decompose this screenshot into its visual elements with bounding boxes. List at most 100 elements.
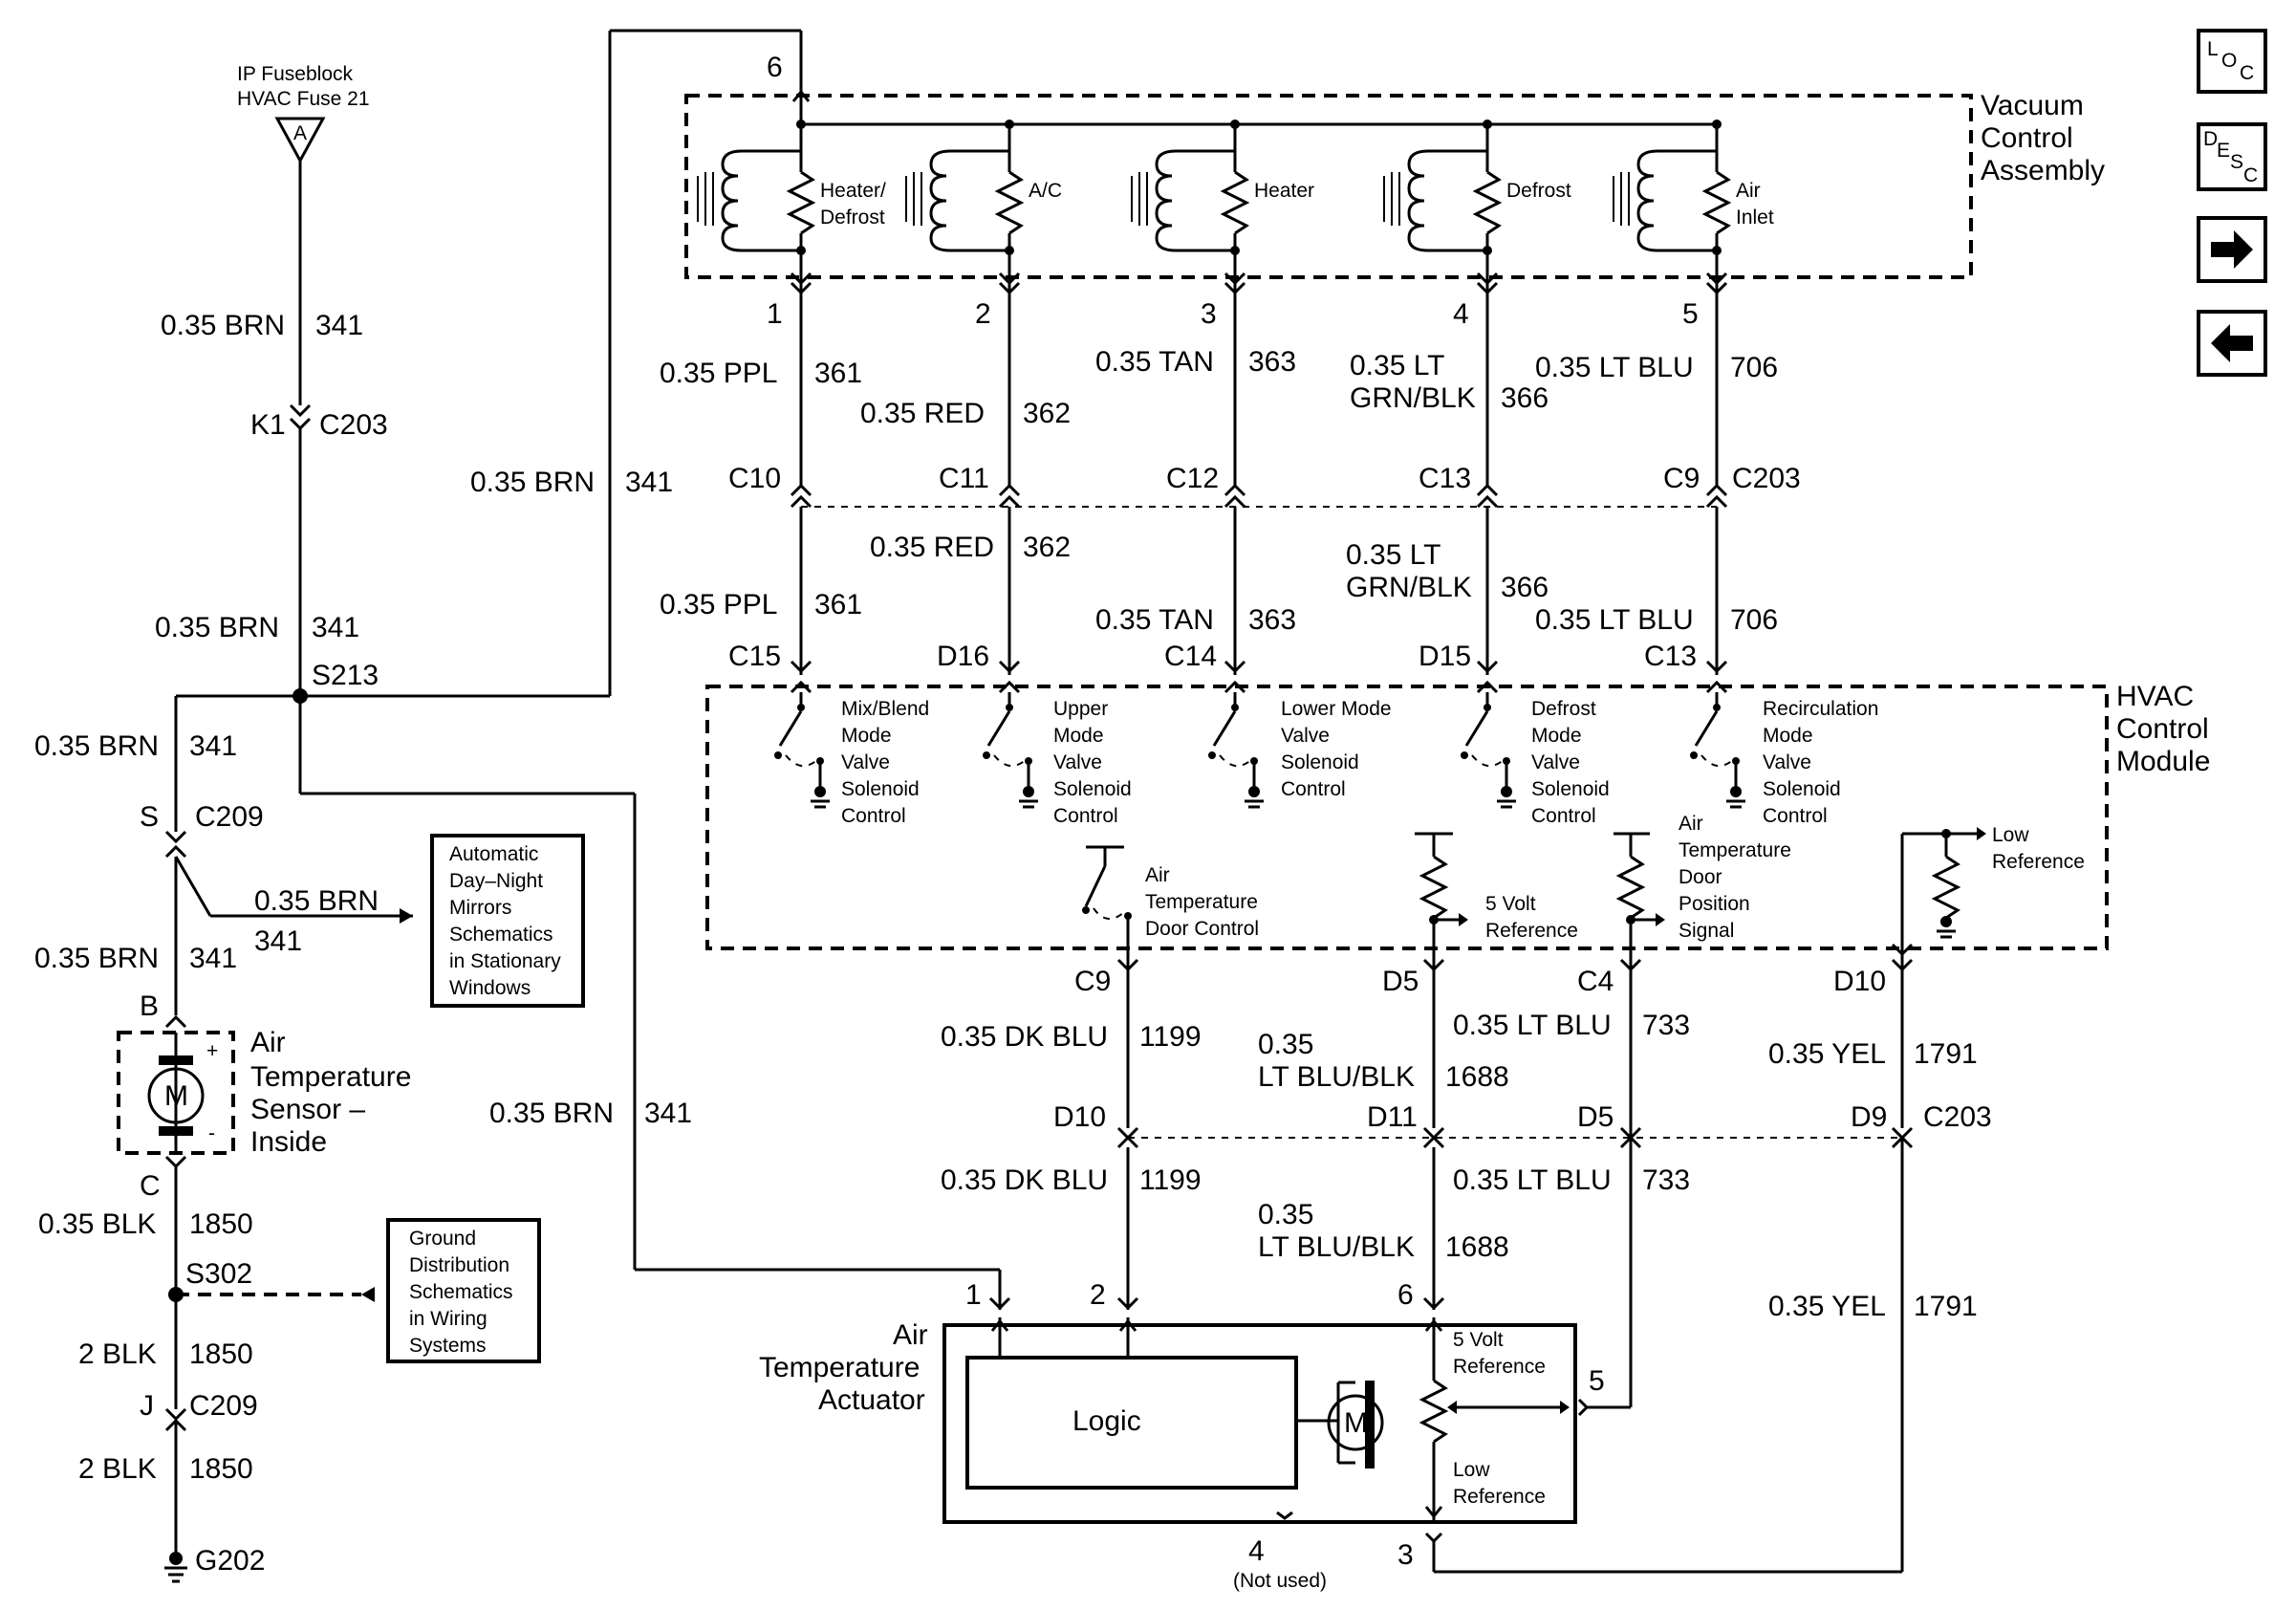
next-page-button[interactable]	[2197, 216, 2267, 283]
brn-gauge-6: 0.35 BRN	[254, 885, 379, 917]
desc-letter-3: S	[2230, 151, 2243, 173]
vacuum-solenoid-2: A/C2	[905, 120, 1062, 330]
solenoid-3-pin: 3	[1201, 298, 1217, 330]
act-bot-conn-3: D5	[1577, 1101, 1614, 1133]
actuator-pin-3: 3	[1397, 1539, 1414, 1571]
act-top-num-3: 733	[1642, 1010, 1690, 1041]
vacuum-solenoids: Heater/Defrost1A/C2Heater3Defrost4AirInl…	[697, 120, 1774, 330]
upper-conn-5: C9	[1663, 463, 1700, 494]
arrow-left-icon	[2211, 324, 2253, 362]
fuse-triangle	[274, 117, 326, 164]
lower-num-4: 366	[1501, 572, 1549, 603]
actuator-pin-4-note: (Not used)	[1233, 1570, 1327, 1592]
act-bot-num-3: 733	[1642, 1164, 1690, 1196]
driver-5-label-5: Control	[1763, 805, 1828, 827]
driver-4-label-4: Solenoid	[1531, 778, 1610, 800]
conn-s: S	[140, 801, 159, 833]
conn-c203-left: C203	[319, 409, 388, 441]
brn-gauge-7: 0.35 BRN	[34, 943, 159, 974]
driver-2-label-5: Control	[1053, 805, 1118, 827]
brn-num-2: 341	[312, 612, 359, 643]
blk-gauge-1: 0.35 BLK	[38, 1208, 156, 1240]
driver-4-label-1: Defrost	[1531, 698, 1596, 720]
act-bot-conn-2: D11	[1367, 1101, 1418, 1133]
lower-gauge-2: 0.35 RED	[870, 532, 994, 563]
hvac-title-2: Control	[2116, 713, 2209, 745]
hvac-title-1: HVAC	[2116, 681, 2194, 712]
act-top-gauge-2: 0.35	[1258, 1029, 1313, 1060]
brn-num-5: 341	[189, 730, 237, 762]
loc-button[interactable]: L O C	[2197, 29, 2267, 94]
solenoid-2-label-1: A/C	[1029, 180, 1062, 202]
solenoid-1-label-2: Defrost	[820, 207, 885, 228]
sensor-label-1: Air	[250, 1027, 286, 1058]
driver-4-label-3: Valve	[1531, 751, 1580, 773]
driver-4-label-2: Mode	[1531, 725, 1582, 747]
brn-wire-sensor	[164, 694, 413, 1029]
mirrors-schematic-box[interactable]: Automatic Day–Night Mirrors Schematics i…	[430, 834, 585, 1008]
conn-c203-upper: C203	[1732, 463, 1801, 494]
vacuum-title-1: Vacuum	[1981, 90, 2084, 121]
ground-g202: G202	[195, 1545, 265, 1577]
mirrors-line-2: Day–Night	[449, 870, 543, 892]
upper-gauge-4: 0.35 LT	[1350, 350, 1445, 381]
blk-num-1: 1850	[189, 1208, 253, 1240]
actuator-motor-symbol: M	[1344, 1407, 1368, 1439]
logic-label: Logic	[1072, 1405, 1141, 1437]
fuse-label-1: IP Fuseblock	[237, 63, 354, 85]
blk-num-2: 1850	[189, 1338, 253, 1370]
actuator-internal-wiring	[990, 958, 1904, 1574]
upper-gauge-1: 0.35 PPL	[660, 358, 777, 389]
prev-page-button[interactable]	[2197, 310, 2267, 377]
hvac-control-module-box	[705, 685, 2109, 950]
lower-conn-1: C15	[728, 641, 781, 672]
lower-conn-3: C14	[1164, 641, 1217, 672]
loc-letter-1: L	[2207, 38, 2219, 60]
blk-gauge-3: 2 BLK	[78, 1453, 157, 1485]
brn-gauge-4: 0.35 BRN	[489, 1098, 614, 1129]
sensor-motor-symbol: M	[164, 1080, 188, 1112]
mirrors-line-3: Mirrors	[449, 897, 511, 919]
conn-c209: C209	[195, 801, 264, 833]
blk-num-3: 1850	[189, 1453, 253, 1485]
upper-conn-2: C11	[939, 463, 989, 494]
brn-gauge-5: 0.35 BRN	[34, 730, 159, 762]
brn-gauge-3: 0.35 BRN	[470, 467, 595, 498]
pos-signal-4: Position	[1679, 893, 1750, 915]
driver-5-label-1: Recirculation	[1763, 698, 1878, 720]
upper-num-4: 366	[1501, 382, 1549, 414]
desc-button[interactable]: D E S C	[2197, 122, 2267, 191]
driver-2-label-4: Solenoid	[1053, 778, 1132, 800]
mirrors-line-5: in Stationary	[449, 950, 561, 972]
lower-num-2: 362	[1023, 532, 1071, 563]
vacuum-title-2: Control	[1981, 122, 2073, 154]
act-bot-conn-1: D10	[1053, 1101, 1106, 1133]
brn-num-1: 341	[315, 310, 363, 341]
upper-num-2: 362	[1023, 398, 1071, 429]
sensor-pin-c: C	[140, 1170, 161, 1202]
act-top-num-1: 1199	[1139, 1021, 1202, 1053]
mirrors-line-4: Schematics	[449, 924, 553, 946]
act-top-num-2: 1688	[1445, 1061, 1509, 1093]
sensor-pin-b: B	[140, 990, 159, 1022]
act-5v-ref-2: Reference	[1453, 1356, 1546, 1378]
brn-num-3: 341	[625, 467, 673, 498]
actuator-pin-6: 6	[1397, 1279, 1414, 1311]
conn-c209-lower: C209	[189, 1390, 258, 1422]
act-bot-num-2: 1688	[1445, 1231, 1509, 1263]
ground-schematic-box[interactable]: Ground Distribution Schematics in Wiring…	[386, 1218, 541, 1363]
lower-conn-5: C13	[1644, 641, 1697, 672]
brn-num-7: 341	[189, 943, 237, 974]
lower-gauge2-4: GRN/BLK	[1346, 572, 1472, 603]
driver-4-label-5: Control	[1531, 805, 1596, 827]
actuator-pin-2: 2	[1090, 1279, 1106, 1311]
vacuum-control-assembly-box	[684, 94, 1973, 279]
